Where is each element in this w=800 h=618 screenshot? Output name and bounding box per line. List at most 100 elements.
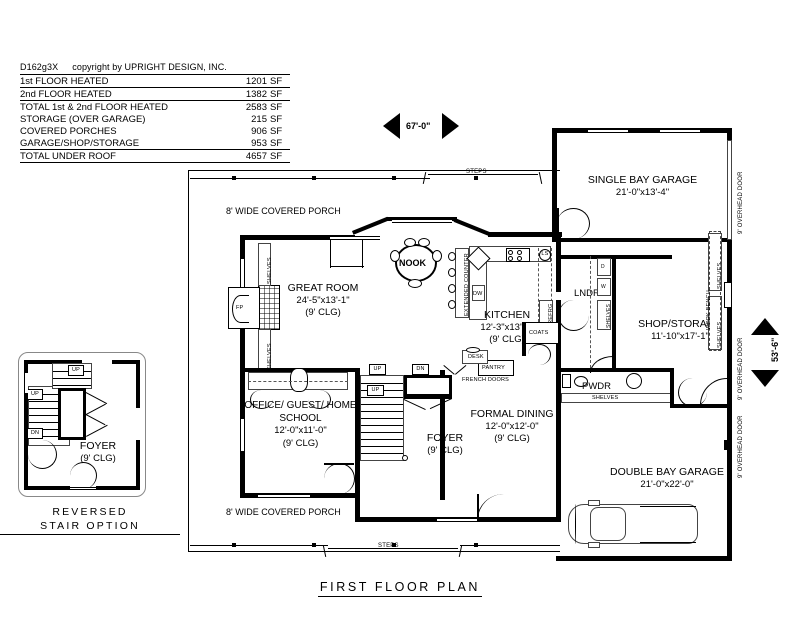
rev-wall-bottom-left [24,486,70,490]
office-door-swing [324,463,355,494]
burner [517,256,522,261]
desk-chair [466,347,480,353]
great-room-dimension: 24'-5"x13'-1" [296,294,350,306]
car-mirror [588,500,600,506]
room-label-great-room: GREAT ROOM 24'-5"x13'-1" (9' CLG) [258,282,388,320]
shelves-upper-label: SHELVES [267,257,273,284]
dryer-label: D [601,264,605,270]
area-schedule-table: 1st FLOOR HEATED 1201 SF 2nd FLOOR HEATE… [20,74,290,163]
car-body [568,504,698,544]
bar-stool [448,300,456,309]
area-value: 2583 [234,100,270,113]
exterior-wall-right-lower [556,370,561,522]
step-edge-b [538,172,543,184]
room-label-kitchen: KITCHEN 12'-3"x13'-1" (9' CLG) [457,309,557,347]
dishwasher [472,285,485,301]
area-label: 2nd FLOOR HEATED [20,87,235,101]
area-label: COVERED PORCHES [20,125,117,137]
double-bay-garage-name: DOUBLE BAY GARAGE [610,466,724,478]
wall-office-right [355,368,360,496]
shelves-lower-label: SHELVES [267,343,273,370]
area-label: TOTAL 1st & 2nd FLOOR HEATED [20,100,235,113]
great-room-name: GREAT ROOM [287,282,359,294]
shelves-upper [258,243,271,286]
wall-dining-left-lower [440,430,445,500]
burner [508,256,513,261]
overhead-door-double-label-1: 9' OVERHEAD DOOR [738,415,744,478]
rev-foyer-ceiling: (9' CLG) [80,452,116,464]
front-door-leaf [477,494,479,520]
rev-wall-right-lower [136,440,140,490]
reversed-caption-line1: REVERSED [52,506,128,518]
stair-up-arrow-main: UP [369,364,386,375]
area-value: 1201 [234,74,270,88]
room-label-shop-storage: SHOP/STORAGE 11'-10"x17'-1" [625,318,735,343]
rev-stair-landing-inner [60,390,84,438]
pantry [478,360,514,376]
front-door-swing [477,494,504,520]
area-unit: SF [270,125,283,137]
area-unit: SF [270,113,283,125]
porch-post [474,176,478,180]
coats-label: COATS [529,330,549,336]
dryer [597,258,611,276]
bay-window [392,219,452,223]
wall-pwdr-top [556,368,674,372]
powder-label: PWDR [582,381,612,392]
wall-coats-left [522,322,526,356]
rev-wall-top-right [112,360,140,364]
shop-door-swing [678,378,707,407]
wall-kitchen-right-upper [556,232,561,292]
rev-stair-up-1: UP [27,389,43,400]
room-label-formal-dining: FORMAL DINING 12'-0"x12'-0" (9' CLG) [462,408,562,446]
upper-cabinet-dashed [538,248,539,322]
rev-stair-dn: DN [27,428,43,439]
nook-chair [404,238,416,247]
area-value: 4657 [234,149,270,163]
area-unit: SF [270,137,290,150]
exterior-wall-top-right [488,232,562,237]
rev-room-label-foyer: FOYER (9' CLG) [58,440,138,465]
office-fixture [290,368,308,392]
steps-bottom-line [328,548,458,549]
office-name-line2: SCHOOL [279,412,322,424]
wall-shop-bottom [670,404,732,408]
garage-wall-left-upper [552,128,557,238]
porch-post [392,543,396,547]
opening-edge [330,240,361,268]
car-cabin [590,507,626,541]
lazy-susan-icon: LS [539,249,551,261]
garage-man-door-swing [557,208,590,239]
area-label: TOTAL UNDER ROOF [20,149,235,163]
area-label: 1st FLOOR HEATED [20,74,235,88]
upper-cabinet-dashed-2 [551,248,552,322]
kitchen-ceiling: (9' CLG) [489,334,525,345]
nook-chair [390,250,400,262]
pwdr-door-swing [590,356,613,373]
french-door-leaf [455,365,467,375]
nook-table [395,244,437,282]
burner [517,250,522,255]
landing-edge [404,395,452,399]
formal-dining-name: FORMAL DINING [470,408,554,420]
area-label: STORAGE (OVER GARAGE) [20,113,146,125]
table-row: TOTAL 1st & 2nd FLOOR HEATED 2583 SF [20,100,290,113]
nook-chair [408,279,422,288]
bar-stool [448,252,456,261]
garage-wall-top [552,128,732,133]
overhead-door-double-label-2: 9' OVERHEAD DOOR [738,337,744,400]
garage-wall-right [727,128,732,560]
exterior-wall-left [240,235,245,498]
garage-wall-bottom [556,556,732,561]
office-ceiling: (9' CLG) [282,437,319,449]
newel-post [402,455,408,461]
porch-outline-top [188,170,560,171]
overhead-door-single [727,140,732,240]
shop-storage-dimension: 11'-10"x17'-1" [651,330,709,342]
steps-top-label: STEPS [466,169,487,175]
stair-landing-inner [406,377,450,395]
overall-width-dimension: 67'-0" [406,121,431,131]
extended-counter [455,248,469,318]
